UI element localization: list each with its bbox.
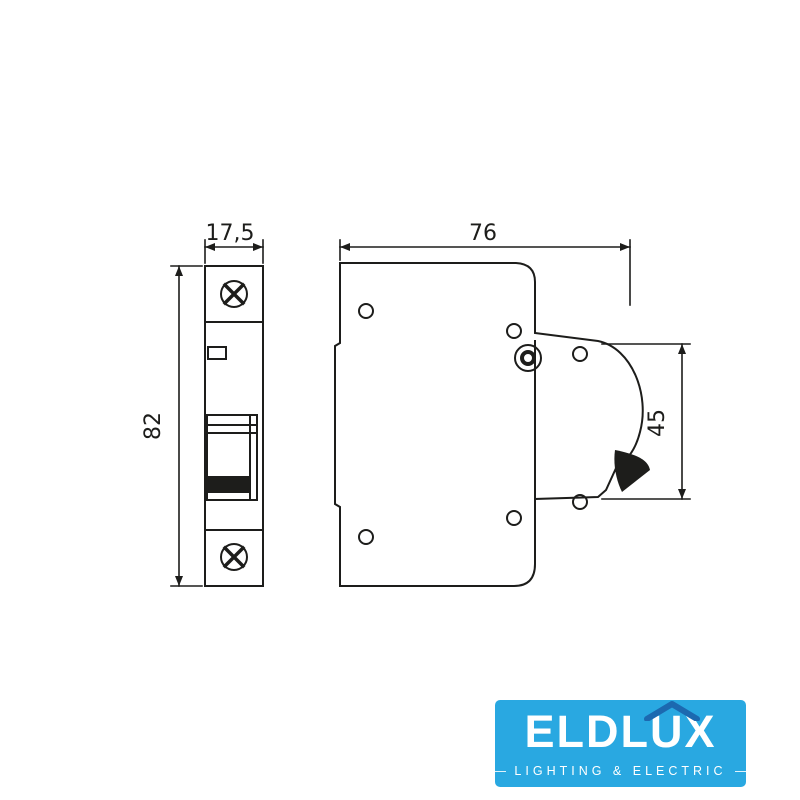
front-body-outline (204, 265, 264, 587)
label-window (207, 346, 227, 360)
tagline-rule-left (495, 770, 507, 772)
brand-name: ELDLUX (524, 706, 717, 757)
rivet-icon (506, 323, 522, 339)
rivet-icon (358, 303, 374, 319)
tagline-row: LIGHTING & ELECTRIC (495, 764, 746, 778)
front-view (204, 265, 264, 587)
dimension-label-clip: 45 (645, 409, 670, 437)
bottom-screw-icon (220, 543, 248, 571)
din-clip (614, 450, 650, 492)
dimension-side-depth: 76 (339, 221, 631, 306)
rivet-icon (506, 510, 522, 526)
dimension-label-width: 17,5 (206, 221, 255, 246)
side-view (334, 262, 650, 587)
rivet-icon (358, 529, 374, 545)
top-screw-icon (220, 280, 248, 308)
dimension-side-clip: 45 (601, 343, 691, 500)
dimension-label-height: 82 (141, 412, 166, 440)
rivet-icon (572, 346, 588, 362)
toggle-lever (206, 476, 251, 493)
brand-tagline: LIGHTING & ELECTRIC (514, 764, 727, 778)
tagline-rule-right (734, 770, 746, 772)
pivot-rivet-icon (514, 344, 542, 372)
toggle-recess (206, 414, 258, 501)
side-body-outline (334, 262, 644, 587)
dimension-front-width: 17,5 (204, 221, 264, 264)
roof-icon (644, 701, 700, 721)
rivet-icon (572, 494, 588, 510)
dimension-front-height: 82 (141, 265, 203, 587)
brand-logo: ELDLUX LIGHTING & ELECTRIC (495, 700, 746, 787)
dimension-label-depth: 76 (469, 221, 497, 246)
dimensions: 17,5 82 76 (141, 221, 691, 587)
